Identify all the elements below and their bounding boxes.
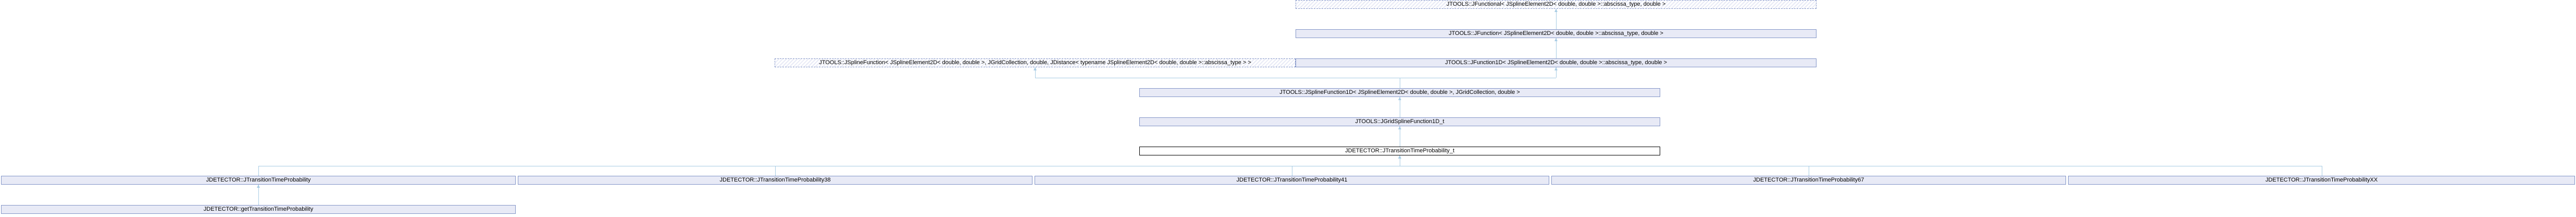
class-node-jdetector-jtransitiontimeprobability[interactable]: JDETECTOR::JTransitionTimeProbability bbox=[1, 176, 516, 185]
class-node-label: JDETECTOR::JTransitionTimeProbability41 bbox=[1236, 177, 1348, 183]
edge-arrowhead bbox=[1398, 155, 1401, 159]
edge-arrowhead bbox=[1554, 9, 1558, 12]
edge-arrowhead bbox=[257, 185, 260, 188]
edge-arrowhead bbox=[1398, 155, 1401, 159]
class-node-label: JDETECTOR::JTransitionTimeProbability_t bbox=[1345, 148, 1454, 154]
class-node-label: JDETECTOR::JTransitionTimeProbability67 bbox=[1753, 177, 1864, 183]
class-node-label: JDETECTOR::JTransitionTimeProbabilityXX bbox=[2265, 177, 2378, 183]
class-node-jtools-jsplinefunction1d-jsplineelement2d-double-double-jgridcollection-double[interactable]: JTOOLS::JSplineFunction1D< JSplineElemen… bbox=[1139, 88, 1660, 97]
class-node-jdetector-jtransitiontimeprobability-t[interactable]: JDETECTOR::JTransitionTimeProbability_t bbox=[1139, 147, 1660, 155]
edge-segment bbox=[1556, 67, 1557, 78]
class-node-label: JTOOLS::JFunctional< JSplineElement2D< d… bbox=[1446, 1, 1666, 7]
class-node-jtools-jfunction1d-jsplineelement2d-double-double-abscissa-type-double[interactable]: JTOOLS::JFunction1D< JSplineElement2D< d… bbox=[1296, 58, 1816, 67]
class-node-label: JTOOLS::JSplineFunction< JSplineElement2… bbox=[819, 59, 1251, 66]
edge-arrowhead bbox=[1398, 155, 1401, 159]
edge-arrowhead bbox=[1554, 38, 1558, 41]
class-node-jtools-jsplinefunction-jsplineelement2d-double-double-jgridcollection-double-jdistance-typename-jsplineelement2d-double-double-abscissa-type[interactable]: JTOOLS::JSplineFunction< JSplineElement2… bbox=[775, 58, 1296, 67]
class-node-label: JDETECTOR::JTransitionTimeProbability38 bbox=[719, 177, 831, 183]
edge-arrowhead bbox=[1398, 155, 1401, 159]
edge-arrowhead bbox=[1398, 97, 1401, 100]
edge-arrowhead bbox=[1398, 155, 1401, 159]
class-node-jdetector-jtransitiontimeprobabilityxx[interactable]: JDETECTOR::JTransitionTimeProbabilityXX bbox=[2068, 176, 2575, 185]
class-node-label: JTOOLS::JSplineFunction1D< JSplineElemen… bbox=[1279, 89, 1520, 95]
edge-segment bbox=[1556, 38, 1557, 58]
edge-segment bbox=[258, 185, 259, 205]
edge-segment bbox=[1556, 9, 1557, 29]
class-node-jtools-jfunctional-jsplineelement2d-double-double-abscissa-type-double[interactable]: JTOOLS::JFunctional< JSplineElement2D< d… bbox=[1296, 0, 1816, 9]
edge-segment bbox=[775, 166, 776, 176]
class-node-label: JTOOLS::JFunction< JSplineElement2D< dou… bbox=[1449, 30, 1663, 37]
class-node-jtools-jgridsplinefunction1d-t[interactable]: JTOOLS::JGridSplineFunction1D_t bbox=[1139, 117, 1660, 126]
class-node-label: JTOOLS::JGridSplineFunction1D_t bbox=[1355, 118, 1445, 125]
class-node-jtools-jfunction-jsplineelement2d-double-double-abscissa-type-double[interactable]: JTOOLS::JFunction< JSplineElement2D< dou… bbox=[1296, 29, 1816, 38]
edge-arrowhead bbox=[1398, 126, 1401, 129]
class-node-label: JDETECTOR::JTransitionTimeProbability bbox=[206, 177, 311, 183]
edge-segment bbox=[1035, 67, 1036, 78]
class-node-label: JTOOLS::JFunction1D< JSplineElement2D< d… bbox=[1445, 59, 1667, 66]
class-node-jdetector-jtransitiontimeprobability38[interactable]: JDETECTOR::JTransitionTimeProbability38 bbox=[518, 176, 1032, 185]
edge-segment bbox=[258, 166, 259, 176]
class-node-jdetector-jtransitiontimeprobability41[interactable]: JDETECTOR::JTransitionTimeProbability41 bbox=[1035, 176, 1549, 185]
edge-arrowhead bbox=[1554, 67, 1558, 70]
class-node-jdetector-jtransitiontimeprobability67[interactable]: JDETECTOR::JTransitionTimeProbability67 bbox=[1551, 176, 2066, 185]
class-node-jdetector-gettransitiontimeprobability[interactable]: JDETECTOR::getTransitionTimeProbability bbox=[1, 205, 516, 214]
class-node-label: JDETECTOR::getTransitionTimeProbability bbox=[203, 206, 314, 212]
edge-arrowhead bbox=[1034, 67, 1037, 70]
